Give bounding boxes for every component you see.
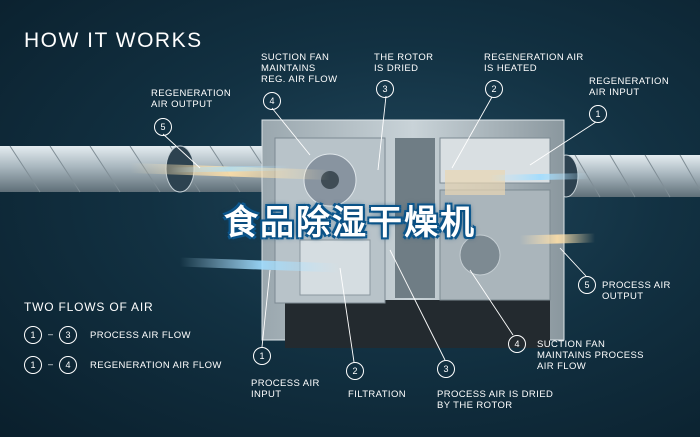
label-line: OUTPUT [602, 291, 644, 302]
label-rotor-dried: THE ROTOR IS DRIED [374, 52, 433, 74]
legend-label-regeneration: REGENERATION AIR FLOW [90, 360, 222, 371]
step-badge: 4 [508, 335, 526, 353]
legend-badge-to: 3 [59, 326, 77, 344]
step-badge: 3 [437, 360, 455, 378]
legend-title: TWO FLOWS OF AIR [24, 300, 154, 314]
legend-badge-from: 1 [24, 356, 42, 374]
step-badge: 5 [578, 276, 596, 294]
label-process-air-dried: PROCESS AIR IS DRIED BY THE ROTOR [437, 389, 553, 411]
step-badge: 2 [485, 80, 503, 98]
label-regeneration-heated: REGENERATION AIR IS HEATED [484, 52, 584, 74]
step-badge: 5 [154, 118, 172, 136]
legend-dash: – [48, 359, 54, 369]
label-regeneration-air-output: REGENERATION AIR OUTPUT [151, 88, 231, 110]
diagram-title: HOW IT WORKS [24, 29, 203, 52]
step-badge: 1 [589, 105, 607, 123]
label-line: THE ROTOR [374, 52, 434, 63]
label-process-air-output: PROCESS AIR OUTPUT [602, 280, 671, 302]
label-line: REGENERATION [151, 88, 232, 99]
label-line: BY THE ROTOR [437, 400, 513, 411]
step-badge: 1 [253, 347, 271, 365]
label-line: FILTRATION [348, 389, 407, 400]
legend-badge-from: 1 [24, 326, 42, 344]
label-line: PROCESS AIR IS DRIED [437, 389, 554, 400]
label-line: AIR OUTPUT [151, 99, 213, 110]
label-filtration: FILTRATION [348, 389, 406, 400]
label-line: MAINTAINS PROCESS [537, 350, 644, 361]
label-suction-fan-reg: SUCTION FAN MAINTAINS REG. AIR FLOW [261, 52, 337, 85]
legend-badge-to: 4 [59, 356, 77, 374]
label-line: AIR FLOW [537, 361, 587, 372]
label-line: MAINTAINS [261, 63, 316, 74]
label-line: PROCESS AIR [602, 280, 671, 291]
step-badge: 2 [346, 362, 364, 380]
label-line: INPUT [251, 389, 282, 400]
step-badge: 4 [263, 92, 281, 110]
label-suction-fan-process: SUCTION FAN MAINTAINS PROCESS AIR FLOW [537, 339, 644, 372]
label-process-air-input: PROCESS AIR INPUT [251, 378, 320, 400]
label-line: SUCTION FAN [537, 339, 606, 350]
label-line: SUCTION FAN [261, 52, 330, 63]
label-line: IS DRIED [374, 63, 419, 74]
leader-lines [162, 95, 597, 363]
legend-label-process: PROCESS AIR FLOW [90, 330, 191, 341]
label-regeneration-input: REGENERATION AIR INPUT [589, 76, 669, 98]
process-air-flow [169, 165, 591, 273]
legend-dash: – [48, 329, 54, 339]
label-line: IS HEATED [484, 63, 538, 74]
label-line: PROCESS AIR [251, 378, 320, 389]
label-line: REG. AIR FLOW [261, 74, 338, 85]
label-line: REGENERATION AIR [484, 52, 584, 63]
product-banner: 食品除湿干燥机 [224, 204, 476, 242]
dehumidifier-unit [261, 119, 565, 348]
step-badge: 3 [376, 80, 394, 98]
label-line: REGENERATION [589, 76, 670, 87]
label-line: AIR INPUT [589, 87, 640, 98]
